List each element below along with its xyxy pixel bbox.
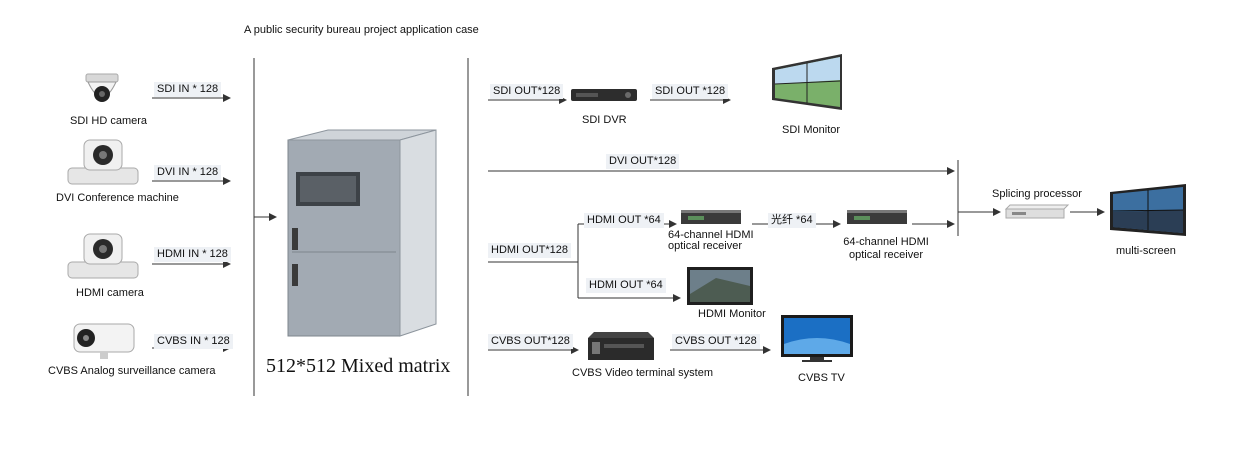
sdi-camera-label: SDI HD camera [70, 115, 148, 127]
dvr-icon [570, 86, 638, 104]
multi-screen-label: multi-screen [1116, 245, 1176, 257]
video-wall-icon [770, 52, 844, 112]
diagram-title: A public security bureau project applica… [244, 24, 479, 36]
receiver1-label: 64-channel HDMI optical receiver [668, 229, 754, 252]
matrix-cabinet-icon [282, 128, 442, 340]
cvbs-camera-label: CVBS Analog surveillance camera [48, 365, 216, 377]
splicing-processor-label: Splicing processor [992, 188, 1082, 200]
hdmi-camera-icon [66, 232, 140, 280]
cvbs-tv-link-label: CVBS OUT *128 [672, 334, 760, 349]
multi-screen-icon [1108, 182, 1188, 238]
hdmi-camera-label: HDMI camera [76, 287, 144, 299]
bullet-camera-icon [70, 320, 136, 360]
matrix-label: 512*512 Mixed matrix [266, 355, 451, 377]
cvbs-in-label: CVBS IN * 128 [154, 334, 233, 349]
dvi-in-label: DVI IN * 128 [154, 165, 222, 180]
receiver2-label: 64-channel HDMI optical receiver [843, 236, 929, 261]
video-terminal-icon [584, 330, 658, 362]
sdi-out-label: SDI OUT*128 [490, 84, 564, 99]
dvi-out-label: DVI OUT*128 [606, 154, 680, 169]
hdmi-out-label: HDMI OUT*128 [488, 243, 572, 258]
cvbs-terminal-label: CVBS Video terminal system [572, 367, 714, 379]
optical-receiver2-icon [846, 208, 908, 226]
hdmi-in-label: HDMI IN * 128 [154, 247, 231, 262]
splicing-processor-icon [1004, 204, 1070, 220]
optical-receiver-icon [680, 208, 742, 226]
hdmi-monitor-label: HDMI Monitor [698, 308, 766, 320]
hdmi-branch1-label: HDMI OUT *64 [584, 213, 664, 228]
tv-icon [780, 314, 854, 364]
dome-camera-icon [82, 72, 122, 112]
cvbs-out-label: CVBS OUT*128 [488, 334, 573, 349]
dvi-conference-label: DVI Conference machine [56, 192, 179, 204]
hdmi-branch2-label: HDMI OUT *64 [586, 278, 666, 293]
sdi-dvr-label: SDI DVR [582, 114, 627, 126]
sdi-in-label: SDI IN * 128 [154, 82, 222, 97]
conference-camera-icon [66, 138, 140, 186]
sdi-monitor-label: SDI Monitor [782, 124, 841, 136]
cvbs-tv-label: CVBS TV [798, 372, 845, 384]
fiber-label: 光纤 *64 [768, 213, 816, 228]
hdmi-monitor-icon [686, 266, 754, 306]
sdi-monitor-link-label: SDI OUT *128 [652, 84, 729, 99]
